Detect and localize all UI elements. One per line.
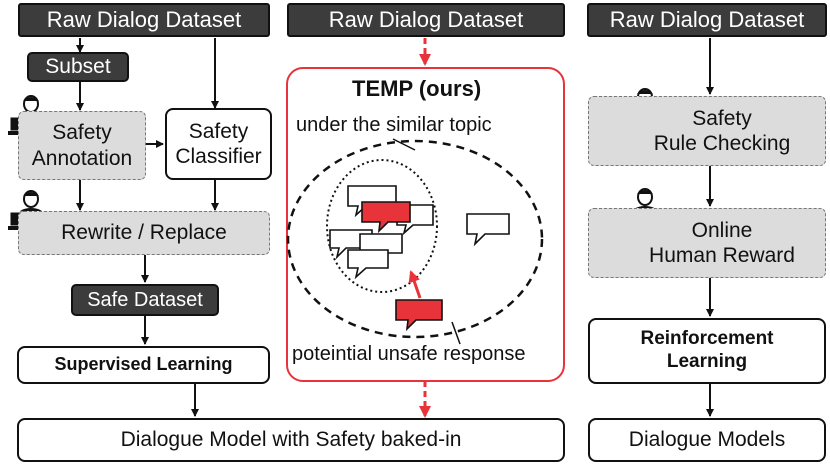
supervised-learning-box: Supervised Learning xyxy=(17,346,270,384)
topic-ellipse xyxy=(286,139,544,339)
safety-classifier-box: Safety Classifier xyxy=(165,108,272,180)
reward-line-1: Online xyxy=(691,218,753,242)
rewrite-replace-box: Rewrite / Replace xyxy=(18,211,270,255)
human-reward-box: Online Human Reward xyxy=(588,208,826,278)
safety-baked-in-model-box: Dialogue Model with Safety baked-in xyxy=(17,418,565,462)
temp-frame xyxy=(286,67,565,382)
rule-line-1: Safety xyxy=(692,106,752,130)
reward-line-2: Human Reward xyxy=(649,244,795,267)
cluster-ellipse xyxy=(326,159,438,293)
temp-title: TEMP (ours) xyxy=(352,76,482,101)
dialogue-models-box: Dialogue Models xyxy=(588,418,826,462)
speech-bubble-icon xyxy=(329,185,510,280)
subset-box: Subset xyxy=(27,52,129,82)
reinforcement-learning-box: Reinforcement Learning xyxy=(588,318,826,384)
rule-checking-box: Safety Rule Checking xyxy=(588,96,826,166)
unsafe-bubble-icon xyxy=(361,201,443,332)
left-raw-dataset: Raw Dialog Dataset xyxy=(18,3,270,37)
safe-dataset-box: Safe Dataset xyxy=(71,284,219,316)
safety-annotation-box: Safety Annotation xyxy=(18,111,146,180)
classifier-line-1: Safety xyxy=(188,119,249,143)
annotation-line-1: Safety xyxy=(52,121,112,145)
rl-line-1: Reinforcement xyxy=(640,328,774,350)
middle-raw-dataset: Raw Dialog Dataset xyxy=(287,3,565,37)
topic-label: under the similar topic xyxy=(296,114,492,136)
annotation-line-2: Annotation xyxy=(31,146,133,170)
rule-line-2: Rule Checking xyxy=(653,132,791,155)
rl-line-2: Learning xyxy=(666,351,748,372)
classifier-line-2: Classifier xyxy=(175,145,262,168)
unsafe-response-label: poteintial unsafe response xyxy=(292,343,526,365)
right-raw-dataset: Raw Dialog Dataset xyxy=(587,3,827,37)
